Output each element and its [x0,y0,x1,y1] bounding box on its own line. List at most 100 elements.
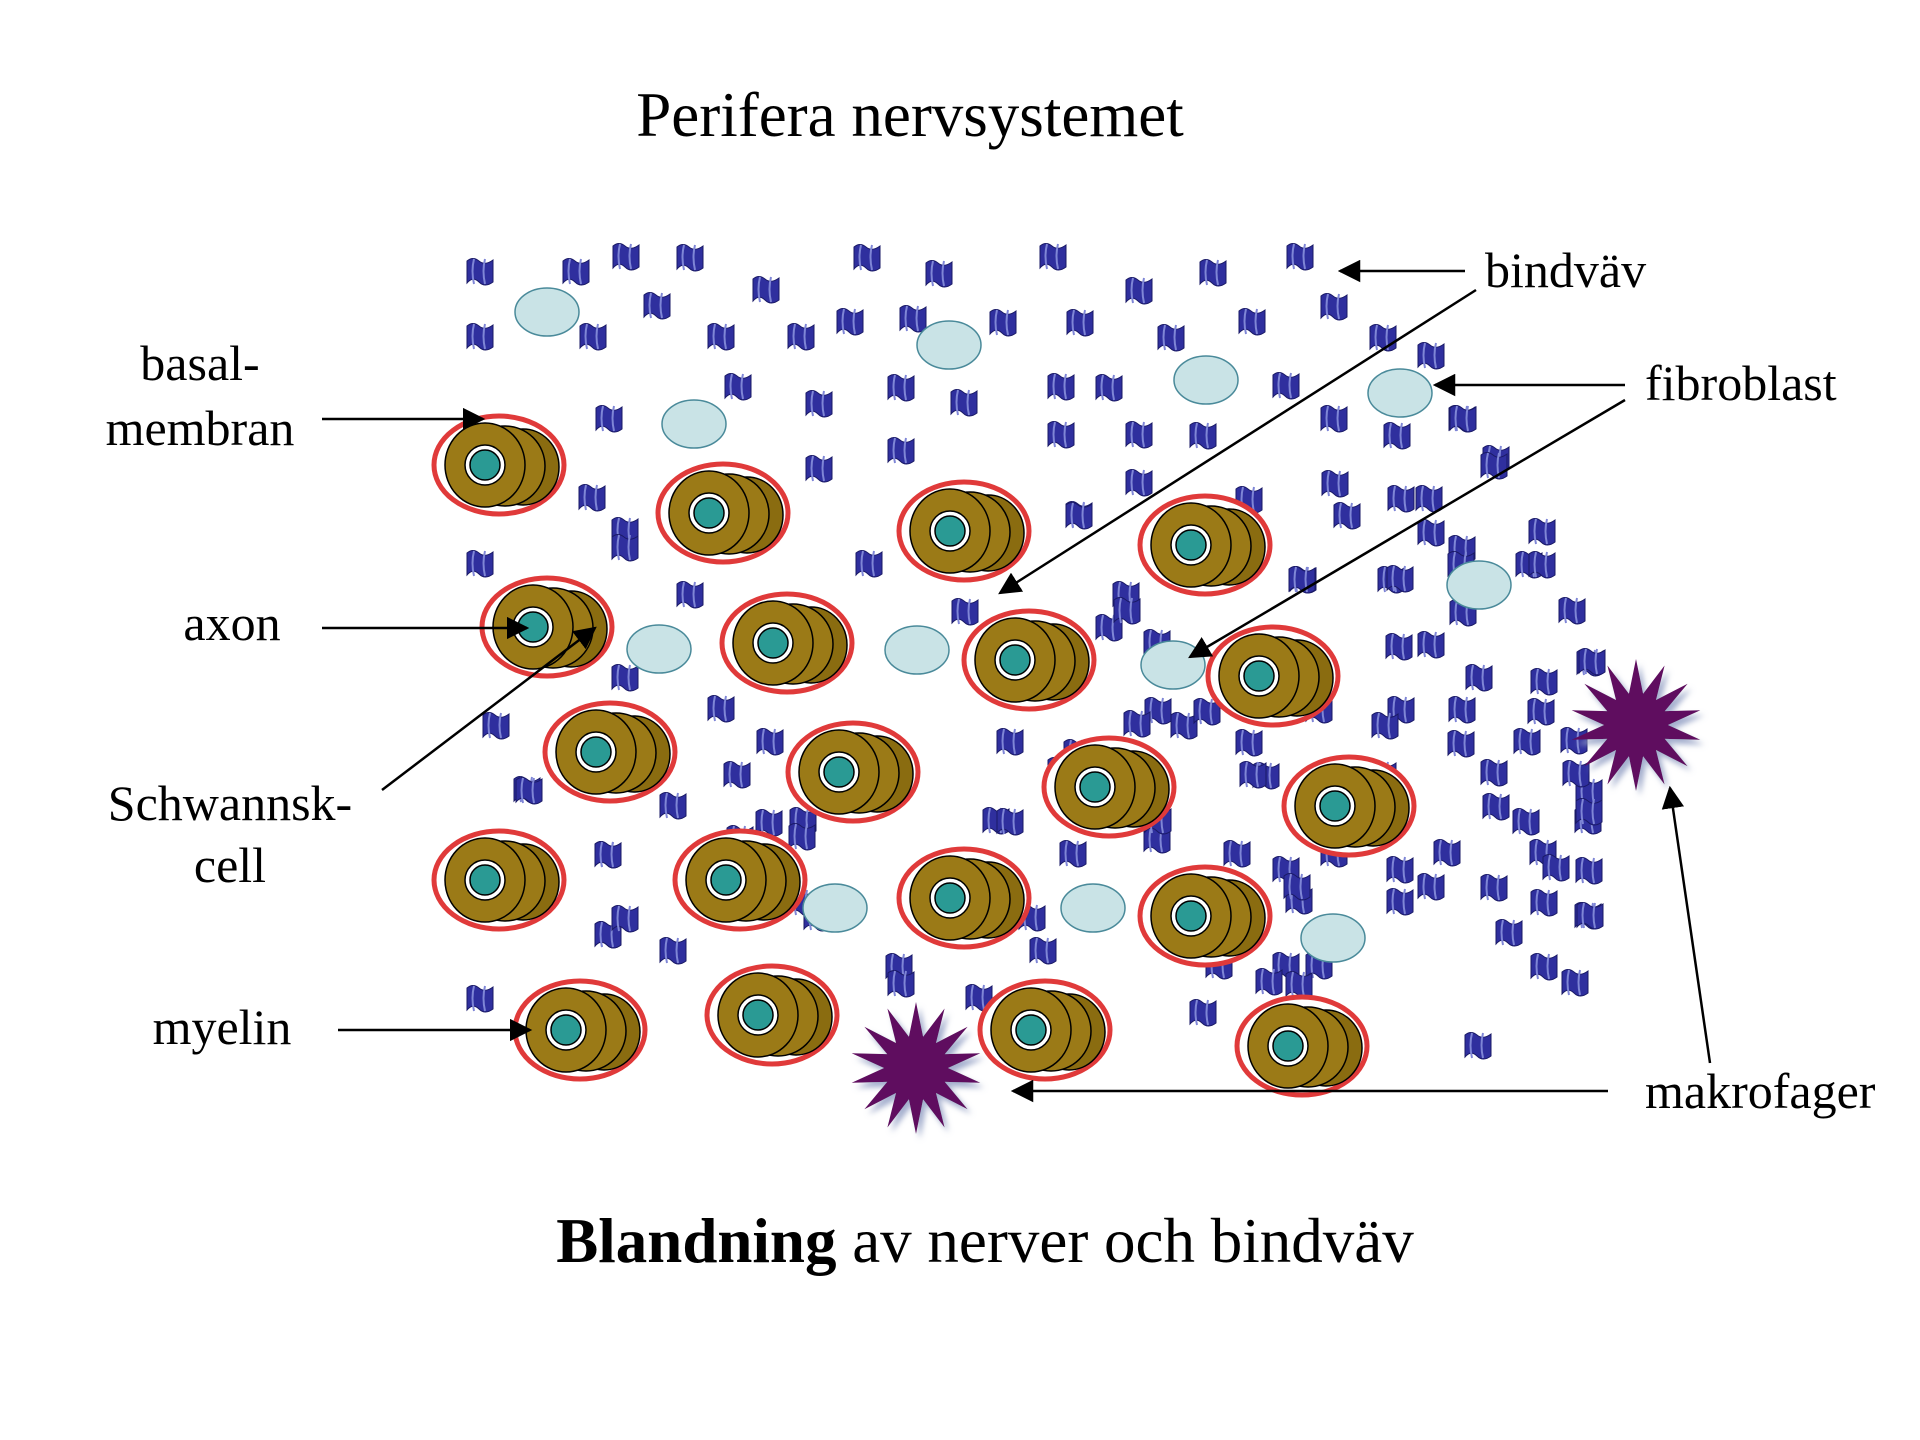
axon-core [1272,1030,1304,1062]
collagen-fiber-icon [1125,277,1153,305]
collagen-fiber-icon [466,550,494,578]
arrow-fibroblast-2 [1188,398,1626,659]
label-fibroblast: fibroblast [1645,355,1837,411]
axon-core [550,1014,582,1046]
nerve-fiber-icon [431,828,567,932]
collagen-fiber-icon [1239,761,1267,789]
nerve-fiber-icon [785,720,921,824]
collagen-fiber-icon [466,323,494,351]
label-bindvav: bindväv [1485,242,1646,298]
collagen-fiber-icon [951,598,979,626]
collagen-fiber-icon [611,664,639,692]
axon-core [823,756,855,788]
axon-core [1015,1014,1047,1046]
axon-core [757,627,789,659]
collagen-fiber-icon [1449,405,1477,433]
collagen-fiber-icon [1272,372,1300,400]
nerve-fiber-icon [977,978,1113,1082]
collagen-fiber-icon [612,243,640,271]
collagen-fiber-icon [836,308,864,336]
collagen-fiber-icon [756,728,784,756]
collagen-fiber-icon [1530,953,1558,981]
nerve-fiber-icon [704,963,840,1067]
collagen-fiber-icon [1333,502,1361,530]
axon-core [934,882,966,914]
nerve-fiber-icon [719,591,855,695]
collagen-fiber-icon [595,405,623,433]
collagen-fiber-icon [594,841,622,869]
collagen-fiber-icon [1480,874,1508,902]
collagen-fiber-icon [1223,840,1251,868]
collagen-fiber-icon [1558,597,1586,625]
collagen-fiber-icon [989,309,1017,337]
nerve-fiber-icon [1281,754,1417,858]
arrow-bindvav-2 [998,288,1477,595]
collagen-fiber-icon [1576,902,1604,930]
collagen-fiber-icon [887,437,915,465]
collagen-fiber-icon [1512,808,1540,836]
caption: Blandning av nerver och bindväv [556,1206,1414,1276]
label-schwann-cell-line1: Schwannsk- [108,775,352,831]
axon-core [1175,900,1207,932]
collagen-fiber-icon [1417,519,1445,547]
nerve-fiber-icon [961,608,1097,712]
collagen-fiber-icon [579,323,607,351]
collagen-fiber-icon [1047,421,1075,449]
collagen-fiber-icon [1095,374,1123,402]
axon-core [1079,771,1111,803]
collagen-fiber-icon [724,373,752,401]
nerve-fiber-icon [672,828,808,932]
collagen-fiber-icon [887,374,915,402]
collagen-fiber-icon [1066,309,1094,337]
collagen-fiber-icon [466,258,494,286]
collagen-fiber-icon [996,728,1024,756]
collagen-fiber-icon [1433,839,1461,867]
fibroblast-icon [1173,355,1239,405]
collagen-fiber-icon [1527,698,1555,726]
collagen-fiber-icon [1039,243,1067,271]
nerve-fiber-icon [1205,624,1341,728]
collagen-fiber-icon [1542,854,1570,882]
collagen-fiber-icon [1199,259,1227,287]
collagen-fiber-icon [1235,729,1263,757]
fibroblast-icon [1300,913,1366,963]
collagen-fiber-icon [1575,857,1603,885]
collagen-fiber-icon [855,550,883,578]
label-basal-membrane-line2: membran [106,400,295,456]
collagen-fiber-icon [787,323,815,351]
collagen-fiber-icon [1528,551,1556,579]
label-axon: axon [183,595,280,651]
label-makrofager: makrofager [1645,1063,1876,1119]
collagen-fiber-icon [1417,631,1445,659]
collagen-fiber-icon [1125,469,1153,497]
nerve-fiber-icon [1137,864,1273,968]
collagen-fiber-icon [1189,422,1217,450]
axon-core [469,864,501,896]
fibroblast-layer [514,287,1512,963]
axon-core [469,449,501,481]
collagen-fiber-icon [899,305,927,333]
label-basal-membrane-line1: basal- [140,335,259,391]
collagen-fiber-icon [1059,840,1087,868]
collagen-fiber-icon [1415,485,1443,513]
collagen-fiber-icon [1123,710,1151,738]
annotation-arrows [322,259,1712,1103]
collagen-fiber-icon [1480,759,1508,787]
collagen-fiber-icon [1113,597,1141,625]
collagen-fiber-icon [707,323,735,351]
nerve-fiber-icon [479,575,615,679]
collagen-fiber-icon [1530,668,1558,696]
fibroblast-icon [1140,640,1206,690]
caption-bold: Blandning [556,1206,836,1276]
collagen-fiber-icon [1561,969,1589,997]
collagen-fiber-icon [1385,633,1413,661]
axon-core [693,497,725,529]
collagen-fiber-icon [611,905,639,933]
collagen-fiber-icon [1578,648,1606,676]
collagen-fiber-icon [1495,919,1523,947]
collagen-fiber-icon [1321,470,1349,498]
collagen-fiber-icon [1369,324,1397,352]
collagen-fiber-icon [1193,698,1221,726]
collagen-fiber-icon [676,581,704,609]
collagen-fiber-icon [676,244,704,272]
